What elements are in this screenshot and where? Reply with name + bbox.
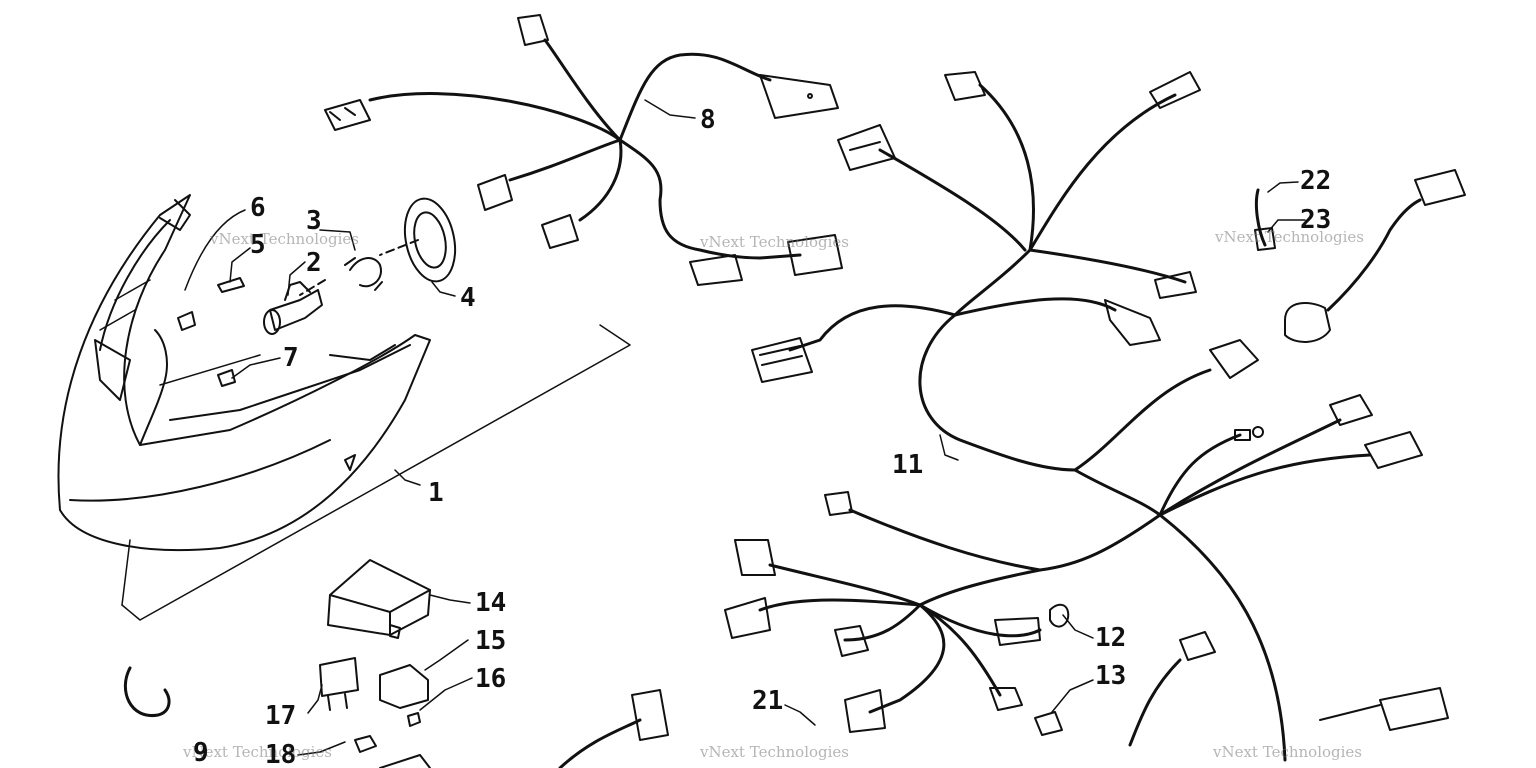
electrical-components [123, 559, 431, 768]
main-harness [558, 83, 1372, 768]
headlight-housing [57, 194, 431, 552]
callout-13: 13 [1095, 661, 1127, 691]
watermark-text: vNext Technologies [1215, 228, 1365, 246]
callout-9: 9 [193, 738, 209, 768]
leader-lines [184, 99, 1306, 756]
callout-8: 8 [700, 105, 716, 135]
callout-21: 21 [752, 686, 784, 716]
upper-harness-connectors [324, 14, 843, 286]
watermark-text: vNext Technologies [210, 230, 360, 248]
callout-17: 17 [265, 701, 297, 731]
callout-15: 15 [475, 626, 507, 656]
side-harness [1254, 169, 1466, 343]
callout-14: 14 [475, 588, 507, 618]
assembly-outline [121, 324, 631, 621]
callout-22: 22 [1300, 166, 1332, 196]
watermark-text: vNext Technologies [700, 233, 850, 251]
callout-4: 4 [460, 283, 476, 313]
main-harness-connectors [631, 71, 1449, 741]
callout-12: 12 [1095, 623, 1127, 653]
callout-18: 18 [265, 740, 297, 768]
watermark-text: vNext Technologies [1213, 743, 1363, 761]
bulb-parts [177, 197, 457, 387]
upper-harness [368, 38, 802, 260]
callout-2: 2 [306, 248, 322, 278]
callout-5: 5 [250, 230, 266, 260]
watermark-text: vNext Technologies [183, 743, 333, 761]
watermark-text: vNext Technologies [700, 743, 850, 761]
callout-16: 16 [475, 664, 507, 694]
callout-1: 1 [428, 478, 444, 508]
callout-11: 11 [892, 450, 924, 480]
callout-23: 23 [1300, 205, 1332, 235]
callout-7: 7 [283, 343, 299, 373]
callout-6: 6 [250, 193, 266, 223]
callout-3: 3 [306, 206, 322, 236]
